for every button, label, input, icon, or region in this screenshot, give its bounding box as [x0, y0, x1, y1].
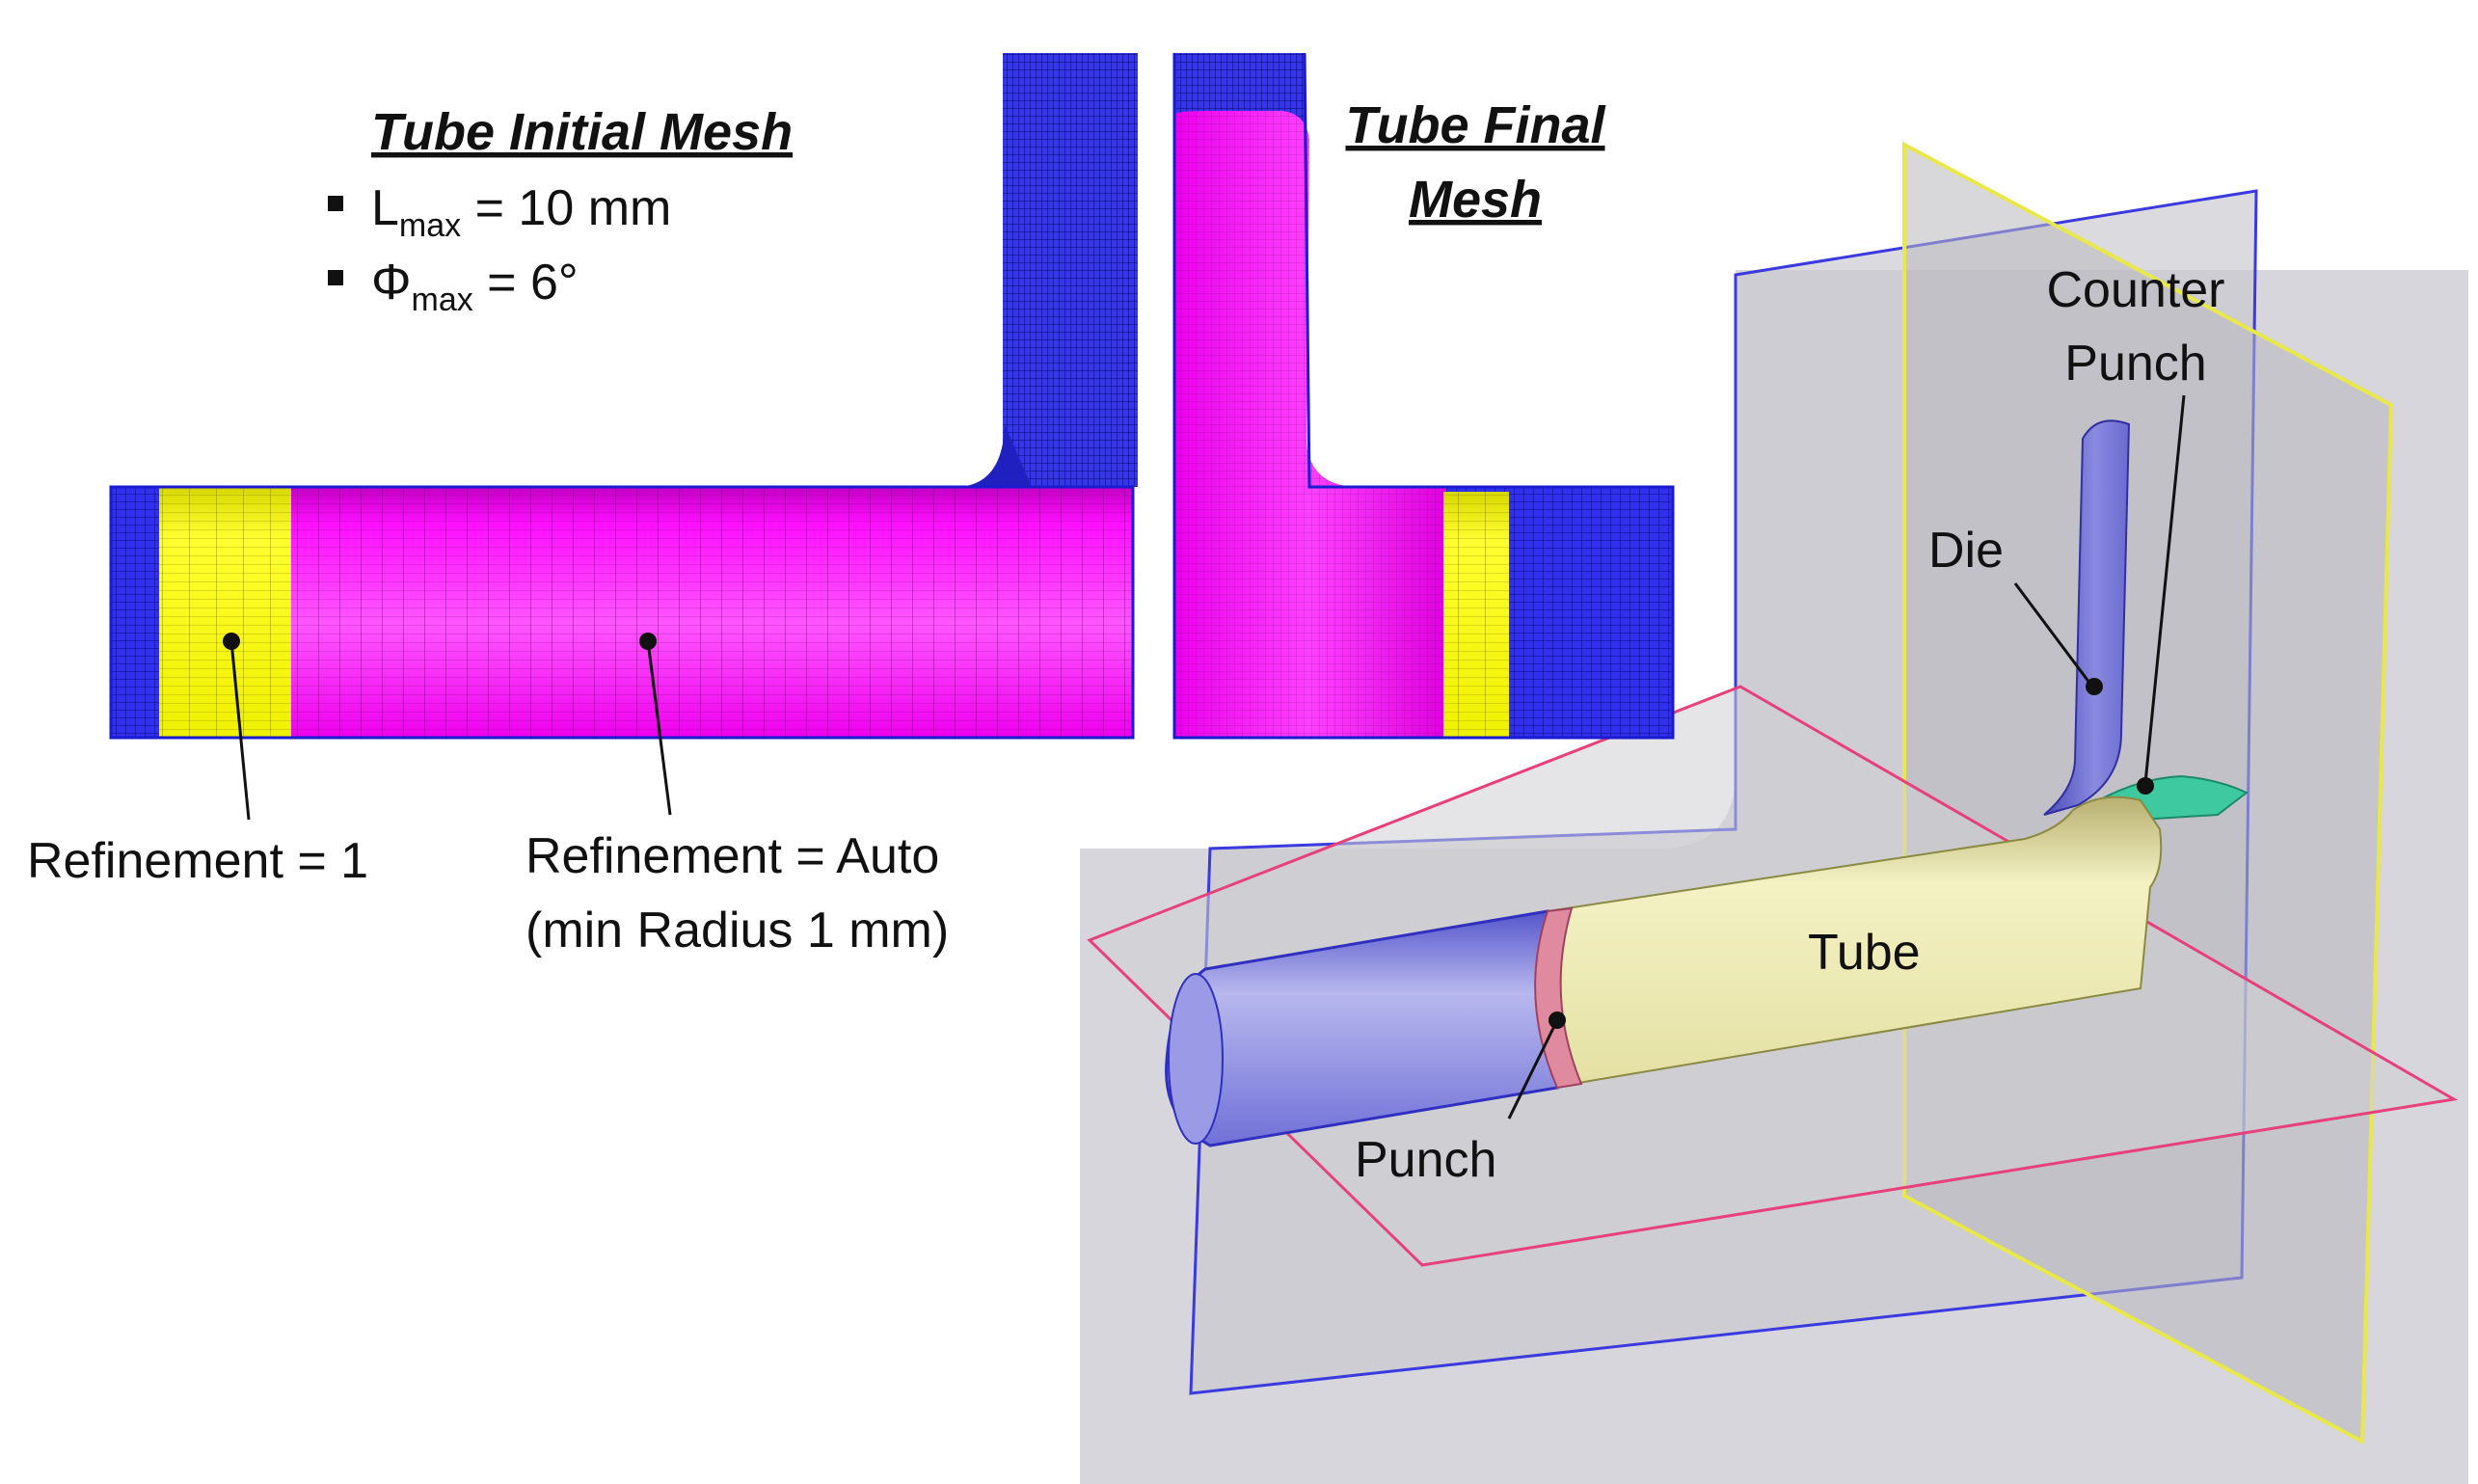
bullet-1-value: = 10 mm: [461, 180, 671, 236]
tube-yellow-section: [1546, 796, 2163, 1087]
die-leader: [2013, 582, 2094, 688]
bullet-2-value: = 6°: [473, 255, 579, 310]
initial-vertical-branch: [1003, 53, 1138, 487]
final-mesh-view: [1172, 52, 1675, 740]
refinement-auto-dot: [639, 633, 657, 650]
final-magenta-fine-grid: [1174, 111, 1446, 738]
bullet-2-symbol: Φ: [371, 255, 412, 310]
initial-mesh-view: [109, 53, 1138, 740]
die-shape: [2043, 419, 2131, 816]
bullet-1-symbol: L: [371, 180, 399, 236]
punch-label: Punch: [1355, 1132, 1496, 1188]
initial-magenta-hgrid: [291, 487, 1133, 738]
counter-punch-dot: [2137, 777, 2154, 795]
die-label: Die: [1928, 523, 2004, 579]
counter-punch-leader: [2143, 394, 2186, 784]
refinement-auto-label-line-1: Refinement = Auto: [525, 828, 939, 884]
final-mesh-title-line-2: Mesh: [1409, 171, 1542, 229]
final-yellow-grid: [1443, 492, 1509, 738]
bullet-1-text: Lmax = 10 mm: [371, 180, 671, 244]
bullet-1-marker: [328, 196, 343, 211]
bullet-2-marker: [328, 270, 343, 285]
punch-leader: [1507, 1019, 1559, 1120]
punch-dot: [1549, 1012, 1566, 1029]
refinement-1-label: Refinement = 1: [27, 833, 368, 889]
tube-label: Tube: [1808, 925, 1921, 981]
refinement-1-dot: [223, 633, 240, 650]
initial-mesh-title: Tube Initial Mesh: [371, 103, 793, 161]
tube-blue-end-cap: [1168, 973, 1224, 1145]
refinement-auto-leader: [646, 640, 672, 816]
bullet-2-text: Φmax = 6°: [371, 255, 579, 318]
assembly-3d-view: [1080, 141, 2468, 1484]
refinement-auto-label-line-2: (min Radius 1 mm): [525, 903, 949, 958]
initial-tube-outline: [109, 485, 1135, 740]
refinement-1-leader: [229, 640, 251, 821]
bullet-2-subscript: max: [412, 282, 473, 318]
counter-punch-label-line-1: Counter: [2047, 262, 2225, 318]
bullet-1-subscript: max: [399, 207, 461, 244]
die-dot: [2086, 678, 2103, 695]
final-outline: [1172, 52, 1675, 740]
final-mesh-title-line-1: Tube Final: [1345, 96, 1605, 154]
initial-fillet: [955, 424, 1032, 487]
initial-yellow-grid: [159, 487, 291, 738]
counter-punch-label-line-2: Punch: [2064, 336, 2206, 391]
